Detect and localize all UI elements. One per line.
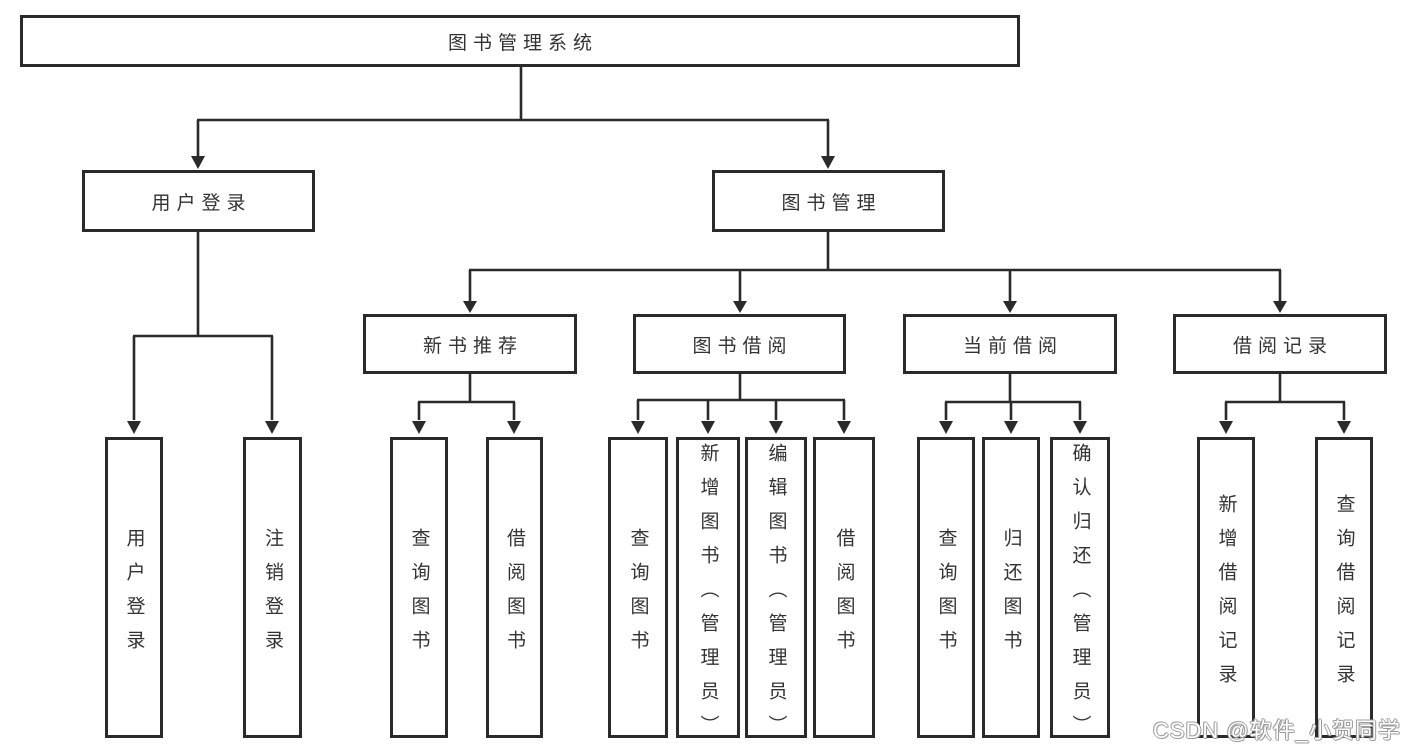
leaf-label: 查询图书 — [935, 527, 957, 664]
node-current-borrowing: 当前借阅 — [903, 314, 1117, 374]
node-borrowing-records: 借阅记录 — [1173, 314, 1387, 374]
node-label: 图书借阅 — [692, 335, 793, 357]
leaf-query-books-current: 查询图书 — [917, 437, 975, 738]
leaf-label: 注销登录 — [262, 527, 283, 664]
node-label: 图书管理系统 — [447, 32, 598, 54]
node-new-book-recommendation: 新书推荐 — [363, 314, 577, 374]
leaf-user-login: 用户登录 — [105, 437, 163, 738]
leaf-query-borrow-record: 查询借阅记录 — [1315, 437, 1373, 738]
node-label: 用户登录 — [151, 192, 252, 214]
leaf-label: 新增图书（管理员） — [697, 442, 719, 747]
node-user-login: 用户登录 — [82, 170, 315, 232]
leaf-borrow-books: 借阅图书 — [813, 437, 875, 738]
leaf-logout: 注销登录 — [243, 437, 302, 738]
leaf-query-books-recommend: 查询图书 — [390, 437, 448, 738]
leaf-add-books-admin: 新增图书（管理员） — [676, 437, 740, 747]
leaf-label: 用户登录 — [123, 527, 145, 664]
node-label: 当前借阅 — [962, 335, 1063, 357]
leaf-borrow-books-recommend: 借阅图书 — [486, 437, 543, 738]
csdn-watermark: CSDN @软件_小贺同学 — [1152, 718, 1401, 743]
leaf-label: 查询图书 — [627, 527, 649, 664]
node-label: 图书管理 — [781, 192, 882, 214]
leaf-edit-books-admin: 编辑图书（管理员） — [745, 437, 807, 747]
node-label: 借阅记录 — [1232, 335, 1333, 357]
leaf-add-borrow-record: 新增借阅记录 — [1197, 437, 1255, 738]
leaf-label: 新增借阅记录 — [1215, 493, 1237, 698]
leaf-label: 查询借阅记录 — [1333, 493, 1355, 698]
leaf-return-books: 归还图书 — [982, 437, 1040, 738]
leaf-label: 确认归还（管理员） — [1069, 442, 1091, 747]
node-book-borrowing: 图书借阅 — [633, 314, 846, 374]
leaf-label: 借阅图书 — [504, 527, 525, 664]
node-library-management-system: 图书管理系统 — [20, 15, 1020, 67]
leaf-query-books-borrow: 查询图书 — [608, 437, 668, 738]
leaf-confirm-return-admin: 确认归还（管理员） — [1050, 437, 1110, 747]
leaf-label: 查询图书 — [408, 527, 430, 664]
leaf-label: 借阅图书 — [833, 527, 855, 664]
node-book-management: 图书管理 — [712, 170, 945, 232]
leaf-label: 编辑图书（管理员） — [765, 442, 787, 747]
node-label: 新书推荐 — [422, 335, 523, 357]
leaf-label: 归还图书 — [1000, 527, 1022, 664]
